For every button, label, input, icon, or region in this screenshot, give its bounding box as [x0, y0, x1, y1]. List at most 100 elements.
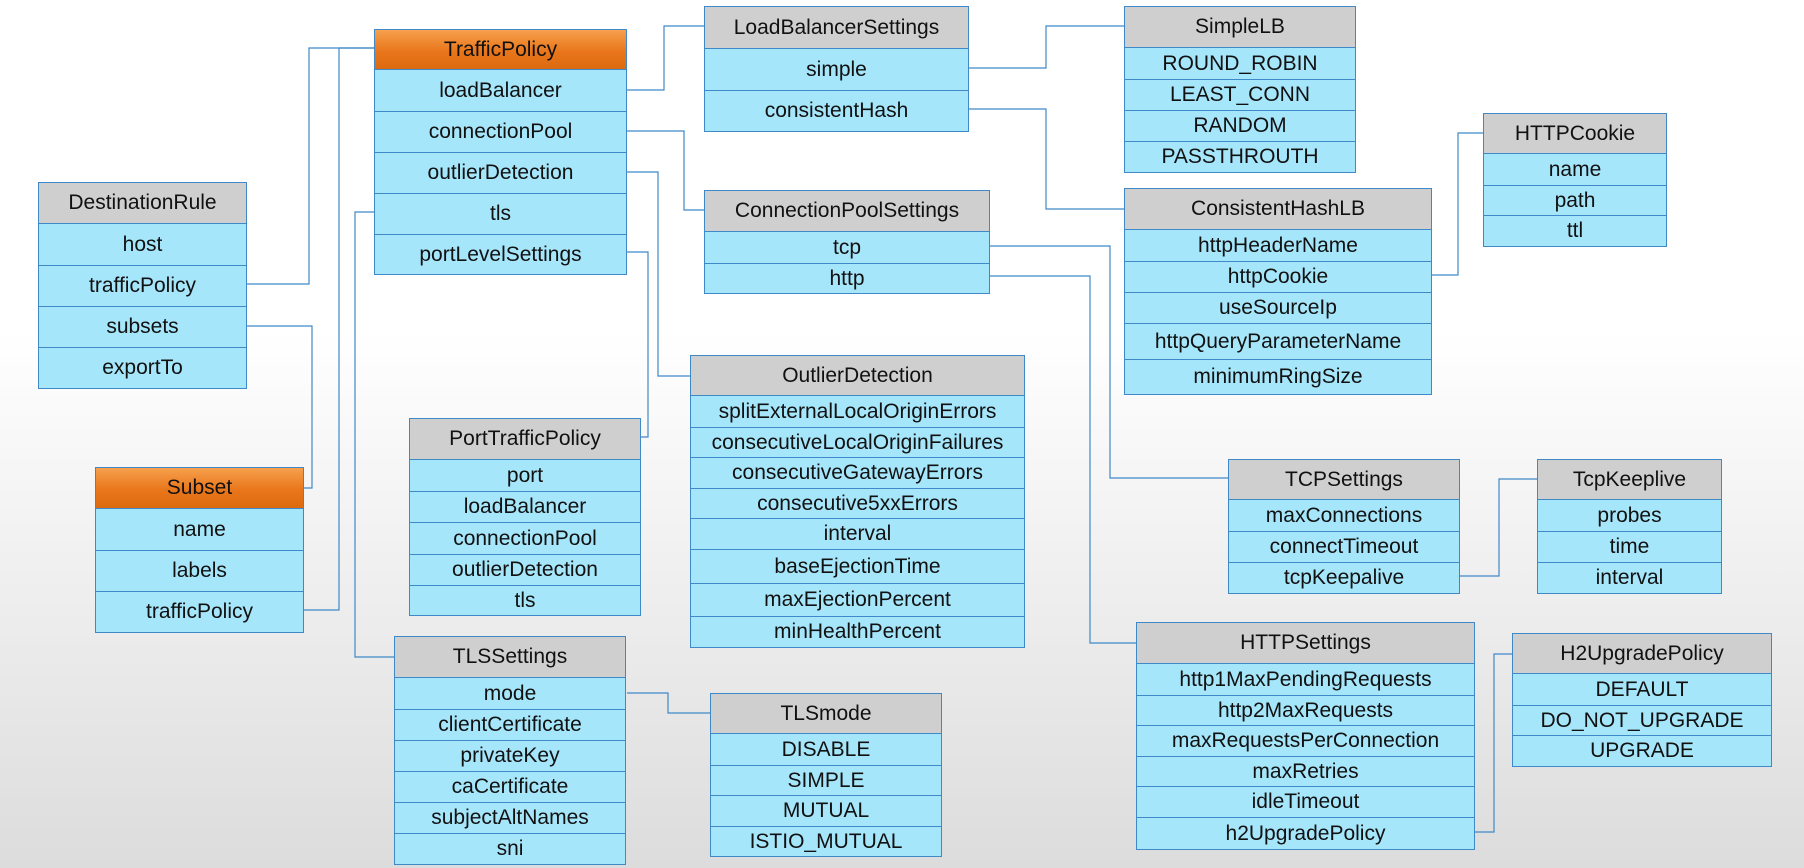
field-tcp-keepalive: tcpKeepalive	[1229, 562, 1459, 593]
field-tcp: tcp	[832, 235, 861, 259]
connector-tcp-settings	[990, 245, 1228, 479]
field-do-not-upgrade: DO_NOT_UPGRADE	[1513, 705, 1771, 735]
field-disable: DISABLE	[781, 737, 871, 761]
field-name: name	[173, 517, 226, 541]
field-upgrade: UPGRADE	[1513, 735, 1771, 766]
connector-tcp-keepalive	[1460, 478, 1537, 577]
entity-title: DestinationRule	[39, 183, 246, 224]
entity-title: H2UpgradePolicy	[1513, 634, 1771, 674]
entity-title: HTTPSettings	[1137, 623, 1474, 664]
connector-h2upgrade-policy	[1475, 653, 1512, 833]
field-max-connections: maxConnections	[1265, 503, 1423, 527]
field-consistent-hash: consistentHash	[705, 90, 968, 131]
field-load-balancer: loadBalancer	[439, 78, 562, 102]
field-mutual: MUTUAL	[711, 795, 941, 826]
field-consecutive5xx-errors: consecutive5xxErrors	[691, 488, 1024, 518]
field-time: time	[1538, 531, 1721, 562]
connector-tls-settings	[354, 211, 394, 658]
field-simple: SIMPLE	[711, 765, 941, 795]
field-outlier-detection: outlierDetection	[410, 554, 640, 585]
connector-tlsmode	[627, 692, 710, 714]
entity-title: TrafficPolicy	[375, 30, 626, 70]
field-http-query-parameter-name: httpQueryParameterName	[1125, 323, 1431, 359]
field-interval: interval	[691, 518, 1024, 549]
entity-title: TCPSettings	[1229, 460, 1459, 500]
connector-subset-trafficpolicy	[304, 47, 374, 611]
entity-title: HTTPCookie	[1484, 114, 1666, 154]
entity-title: TLSmode	[711, 694, 941, 734]
entity-load-balancer-settings: LoadBalancerSettings simple consistentHash	[704, 6, 969, 132]
field-http-cookie: httpCookie	[1125, 261, 1431, 292]
connector-simple-lb	[969, 25, 1124, 69]
field-minimum-ring-size: minimumRingSize	[1125, 359, 1431, 394]
entity-title: PortTrafficPolicy	[410, 419, 640, 460]
field-use-source-ip: useSourceIp	[1125, 292, 1431, 323]
field-connection-pool: connectionPool	[410, 522, 640, 554]
entity-title: SimpleLB	[1125, 7, 1355, 48]
field-port: port	[506, 463, 544, 487]
field-traffic-policy: trafficPolicy	[39, 265, 246, 306]
field-path: path	[1484, 185, 1666, 215]
entity-title: Subset	[96, 468, 303, 509]
entity-title: TcpKeeplive	[1538, 460, 1721, 500]
field-istio-mutual: ISTIO_MUTUAL	[711, 826, 941, 856]
connector-connectionpool-settings	[627, 130, 704, 211]
field-simple: simple	[806, 57, 867, 81]
field-least-conn: LEAST_CONN	[1125, 79, 1355, 110]
field-ttl: ttl	[1484, 215, 1666, 246]
field-ca-certificate: caCertificate	[395, 771, 625, 802]
field-passthrouth: PASSTHROUTH	[1125, 141, 1355, 172]
connector-outlier-detection	[627, 171, 690, 377]
field-min-health-percent: minHealthPercent	[691, 616, 1024, 647]
field-labels: labels	[96, 550, 303, 591]
field-round-robin: ROUND_ROBIN	[1162, 51, 1318, 75]
field-subsets: subsets	[39, 306, 246, 347]
entity-title: ConnectionPoolSettings	[705, 191, 989, 232]
connector-http-cookie	[1432, 132, 1483, 276]
field-http-header-name: httpHeaderName	[1198, 233, 1358, 257]
field-h2-upgrade-policy: h2UpgradePolicy	[1137, 817, 1474, 849]
field-load-balancer: loadBalancer	[410, 491, 640, 522]
field-default: DEFAULT	[1595, 677, 1689, 701]
field-connection-pool: connectionPool	[375, 111, 626, 152]
field-client-certificate: clientCertificate	[395, 709, 625, 740]
entity-title: TLSSettings	[395, 637, 625, 678]
field-consecutive-gateway-errors: consecutiveGatewayErrors	[691, 457, 1024, 488]
field-max-retries: maxRetries	[1137, 756, 1474, 786]
entity-consistent-hash-lb: ConsistentHashLB httpHeaderName httpCookie…	[1124, 188, 1432, 395]
field-idle-timeout: idleTimeout	[1137, 786, 1474, 817]
field-tls: tls	[410, 585, 640, 615]
field-http: http	[705, 263, 989, 293]
field-port-level-settings: portLevelSettings	[375, 234, 626, 274]
field-interval: interval	[1538, 562, 1721, 593]
connector-consistenthash-lb	[969, 108, 1124, 210]
entity-title: ConsistentHashLB	[1125, 189, 1431, 230]
entity-connection-pool-settings: ConnectionPoolSettings tcp http	[704, 190, 990, 294]
entity-title: LoadBalancerSettings	[705, 7, 968, 49]
field-tls: tls	[375, 193, 626, 234]
field-max-ejection-percent: maxEjectionPercent	[691, 583, 1024, 616]
field-name: name	[1548, 157, 1602, 181]
field-export-to: exportTo	[39, 347, 246, 388]
field-split-external-local-origin-errors: splitExternalLocalOriginErrors	[718, 399, 997, 423]
field-random: RANDOM	[1125, 110, 1355, 141]
connector-destinationrule-subset	[247, 325, 313, 489]
field-mode: mode	[483, 681, 537, 705]
field-private-key: privateKey	[395, 740, 625, 771]
connector-http-settings	[990, 275, 1136, 644]
connector-loadbalancer-settings	[627, 25, 704, 91]
